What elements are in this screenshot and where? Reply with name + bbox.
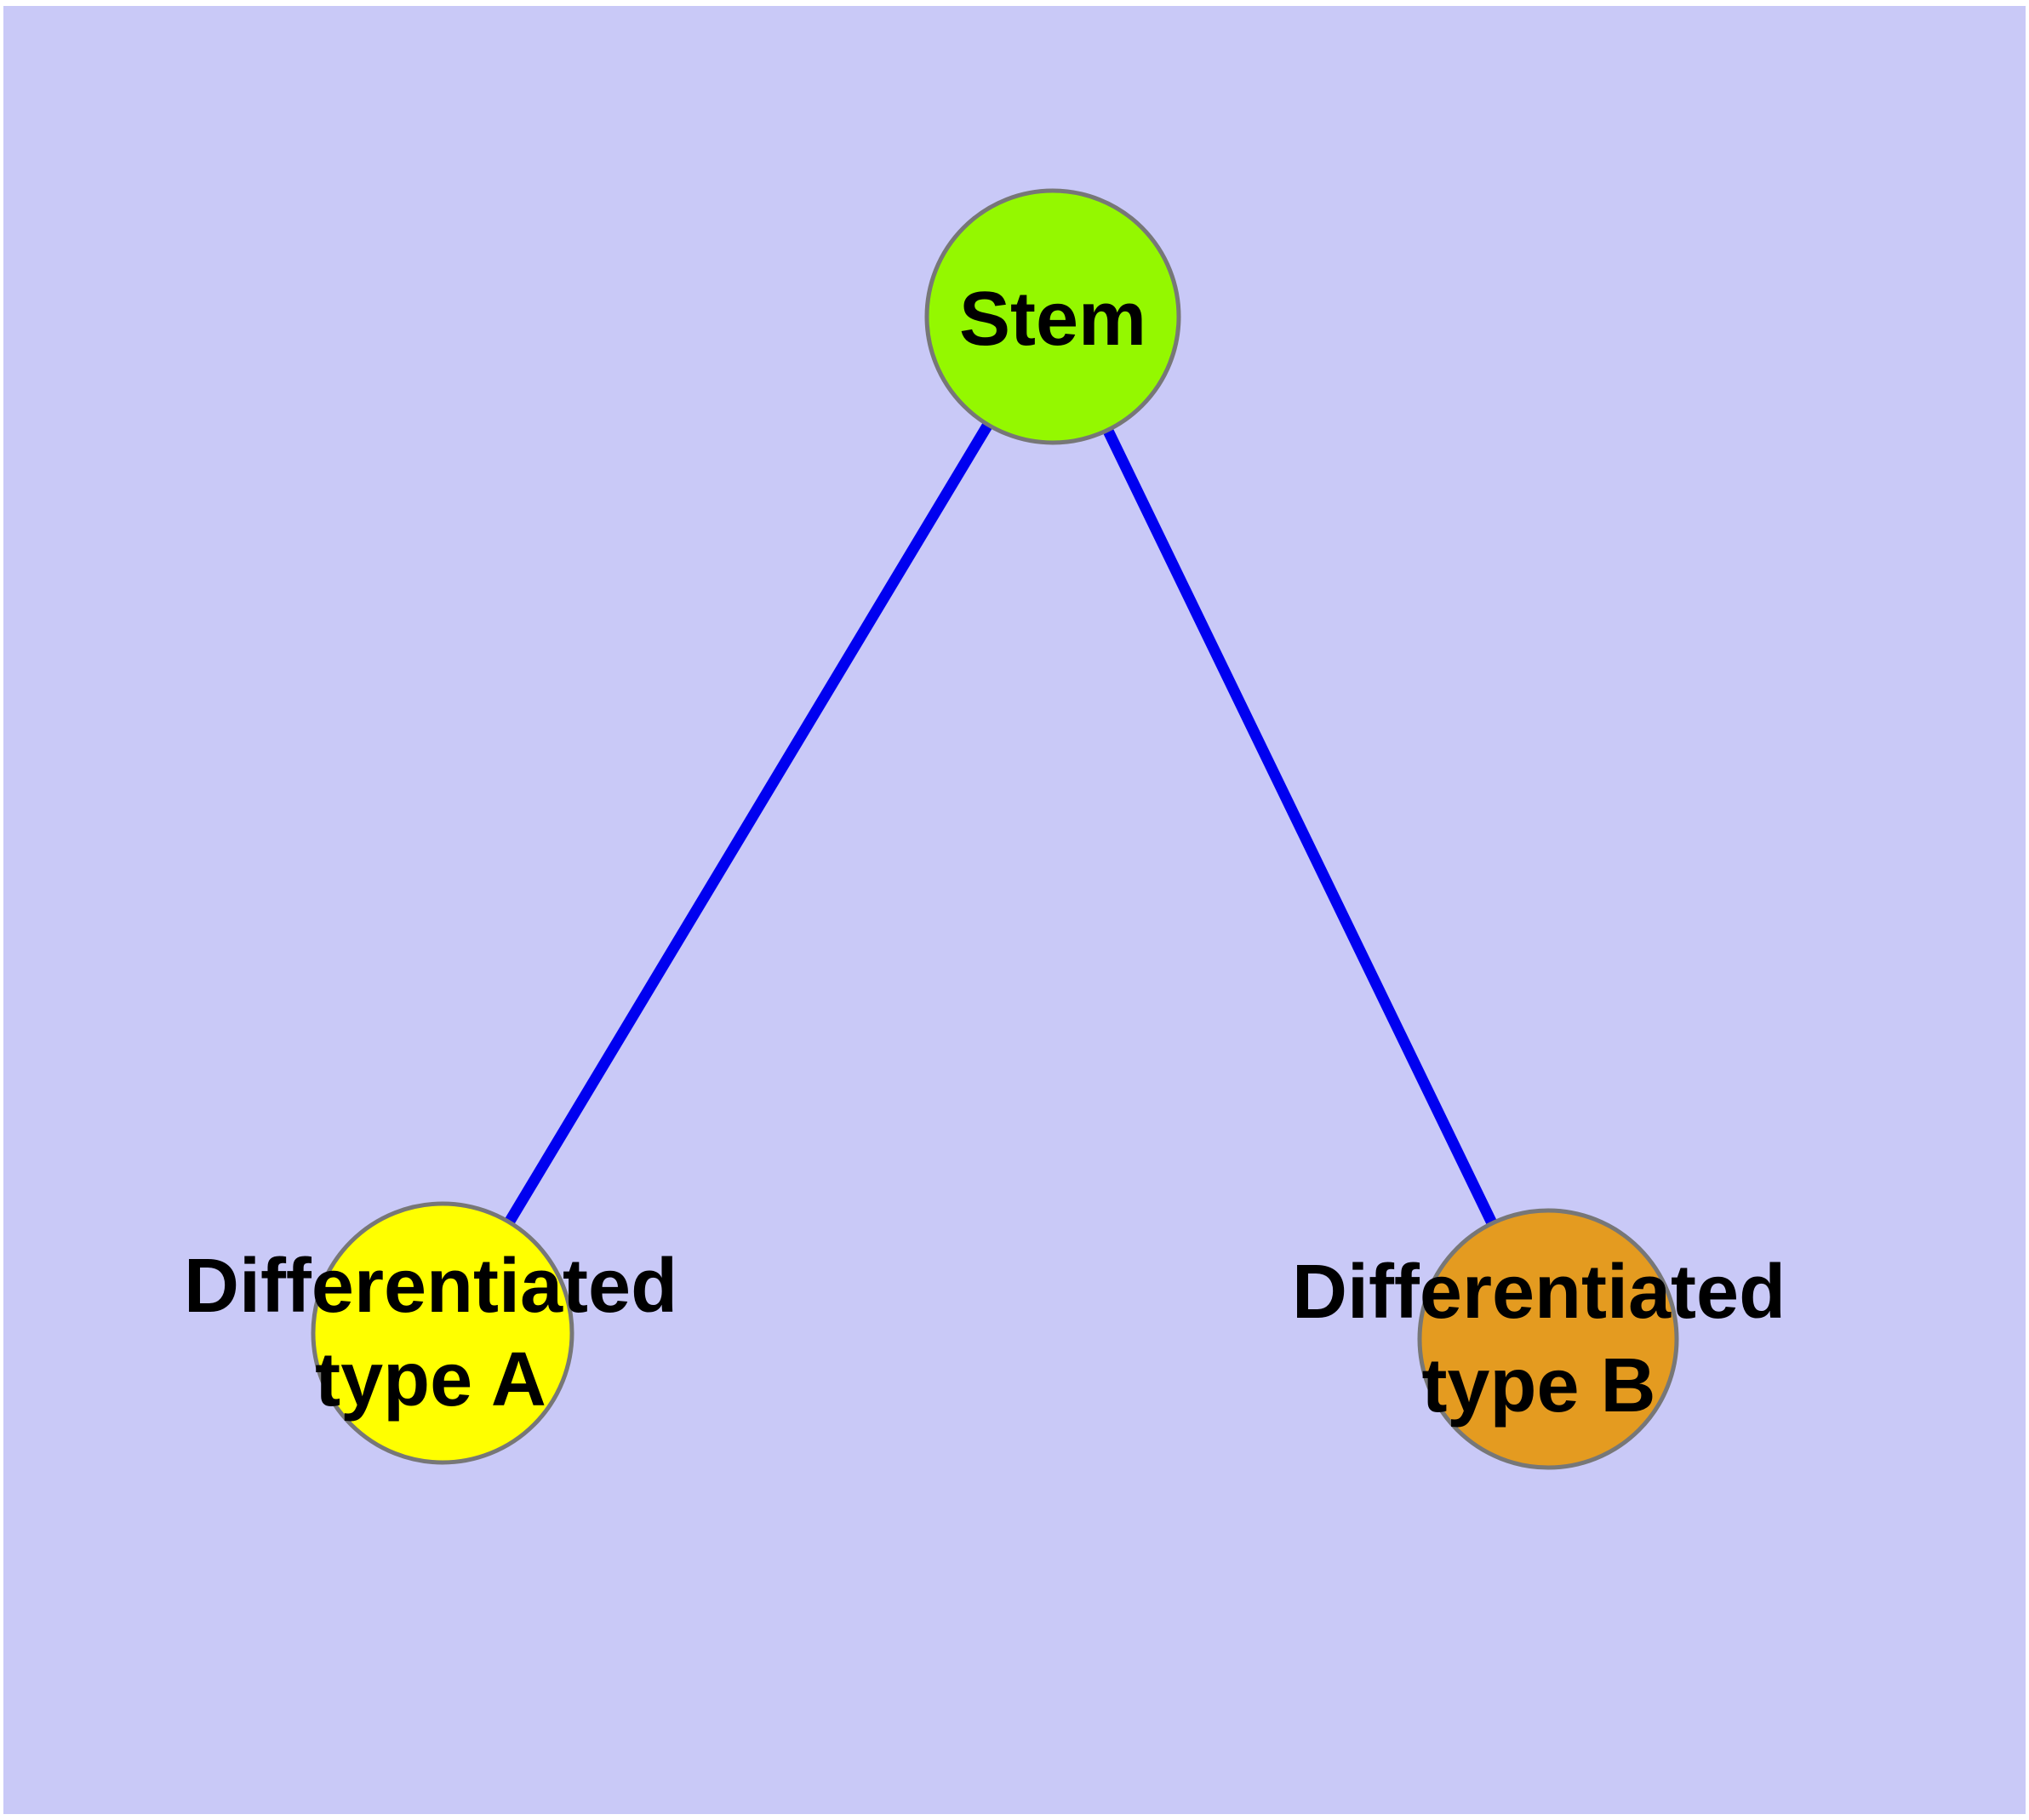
edge-stem-to-type-b <box>1048 314 1553 1342</box>
node-type-a-circle <box>311 1201 574 1465</box>
edge-stem-to-type-a <box>437 313 1058 1336</box>
node-stem-circle <box>924 188 1181 445</box>
node-type-b-circle <box>1417 1208 1679 1470</box>
